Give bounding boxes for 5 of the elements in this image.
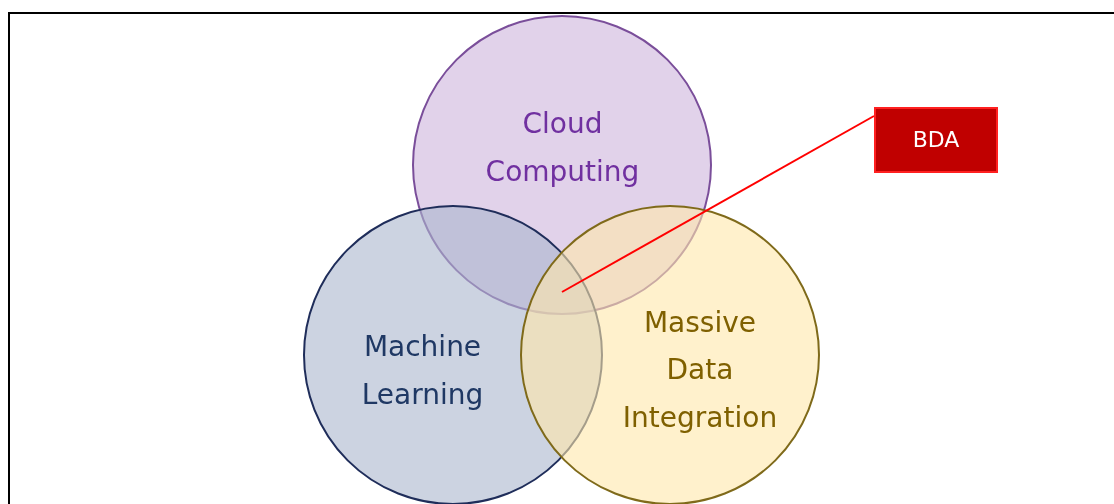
- node-label: BDA: [911, 126, 961, 155]
- node-label: Cloud Computing: [484, 105, 641, 190]
- node-label: Machine Learning: [360, 328, 485, 413]
- node-label: Massive Data Integration: [621, 304, 779, 436]
- label-box: [874, 107, 998, 173]
